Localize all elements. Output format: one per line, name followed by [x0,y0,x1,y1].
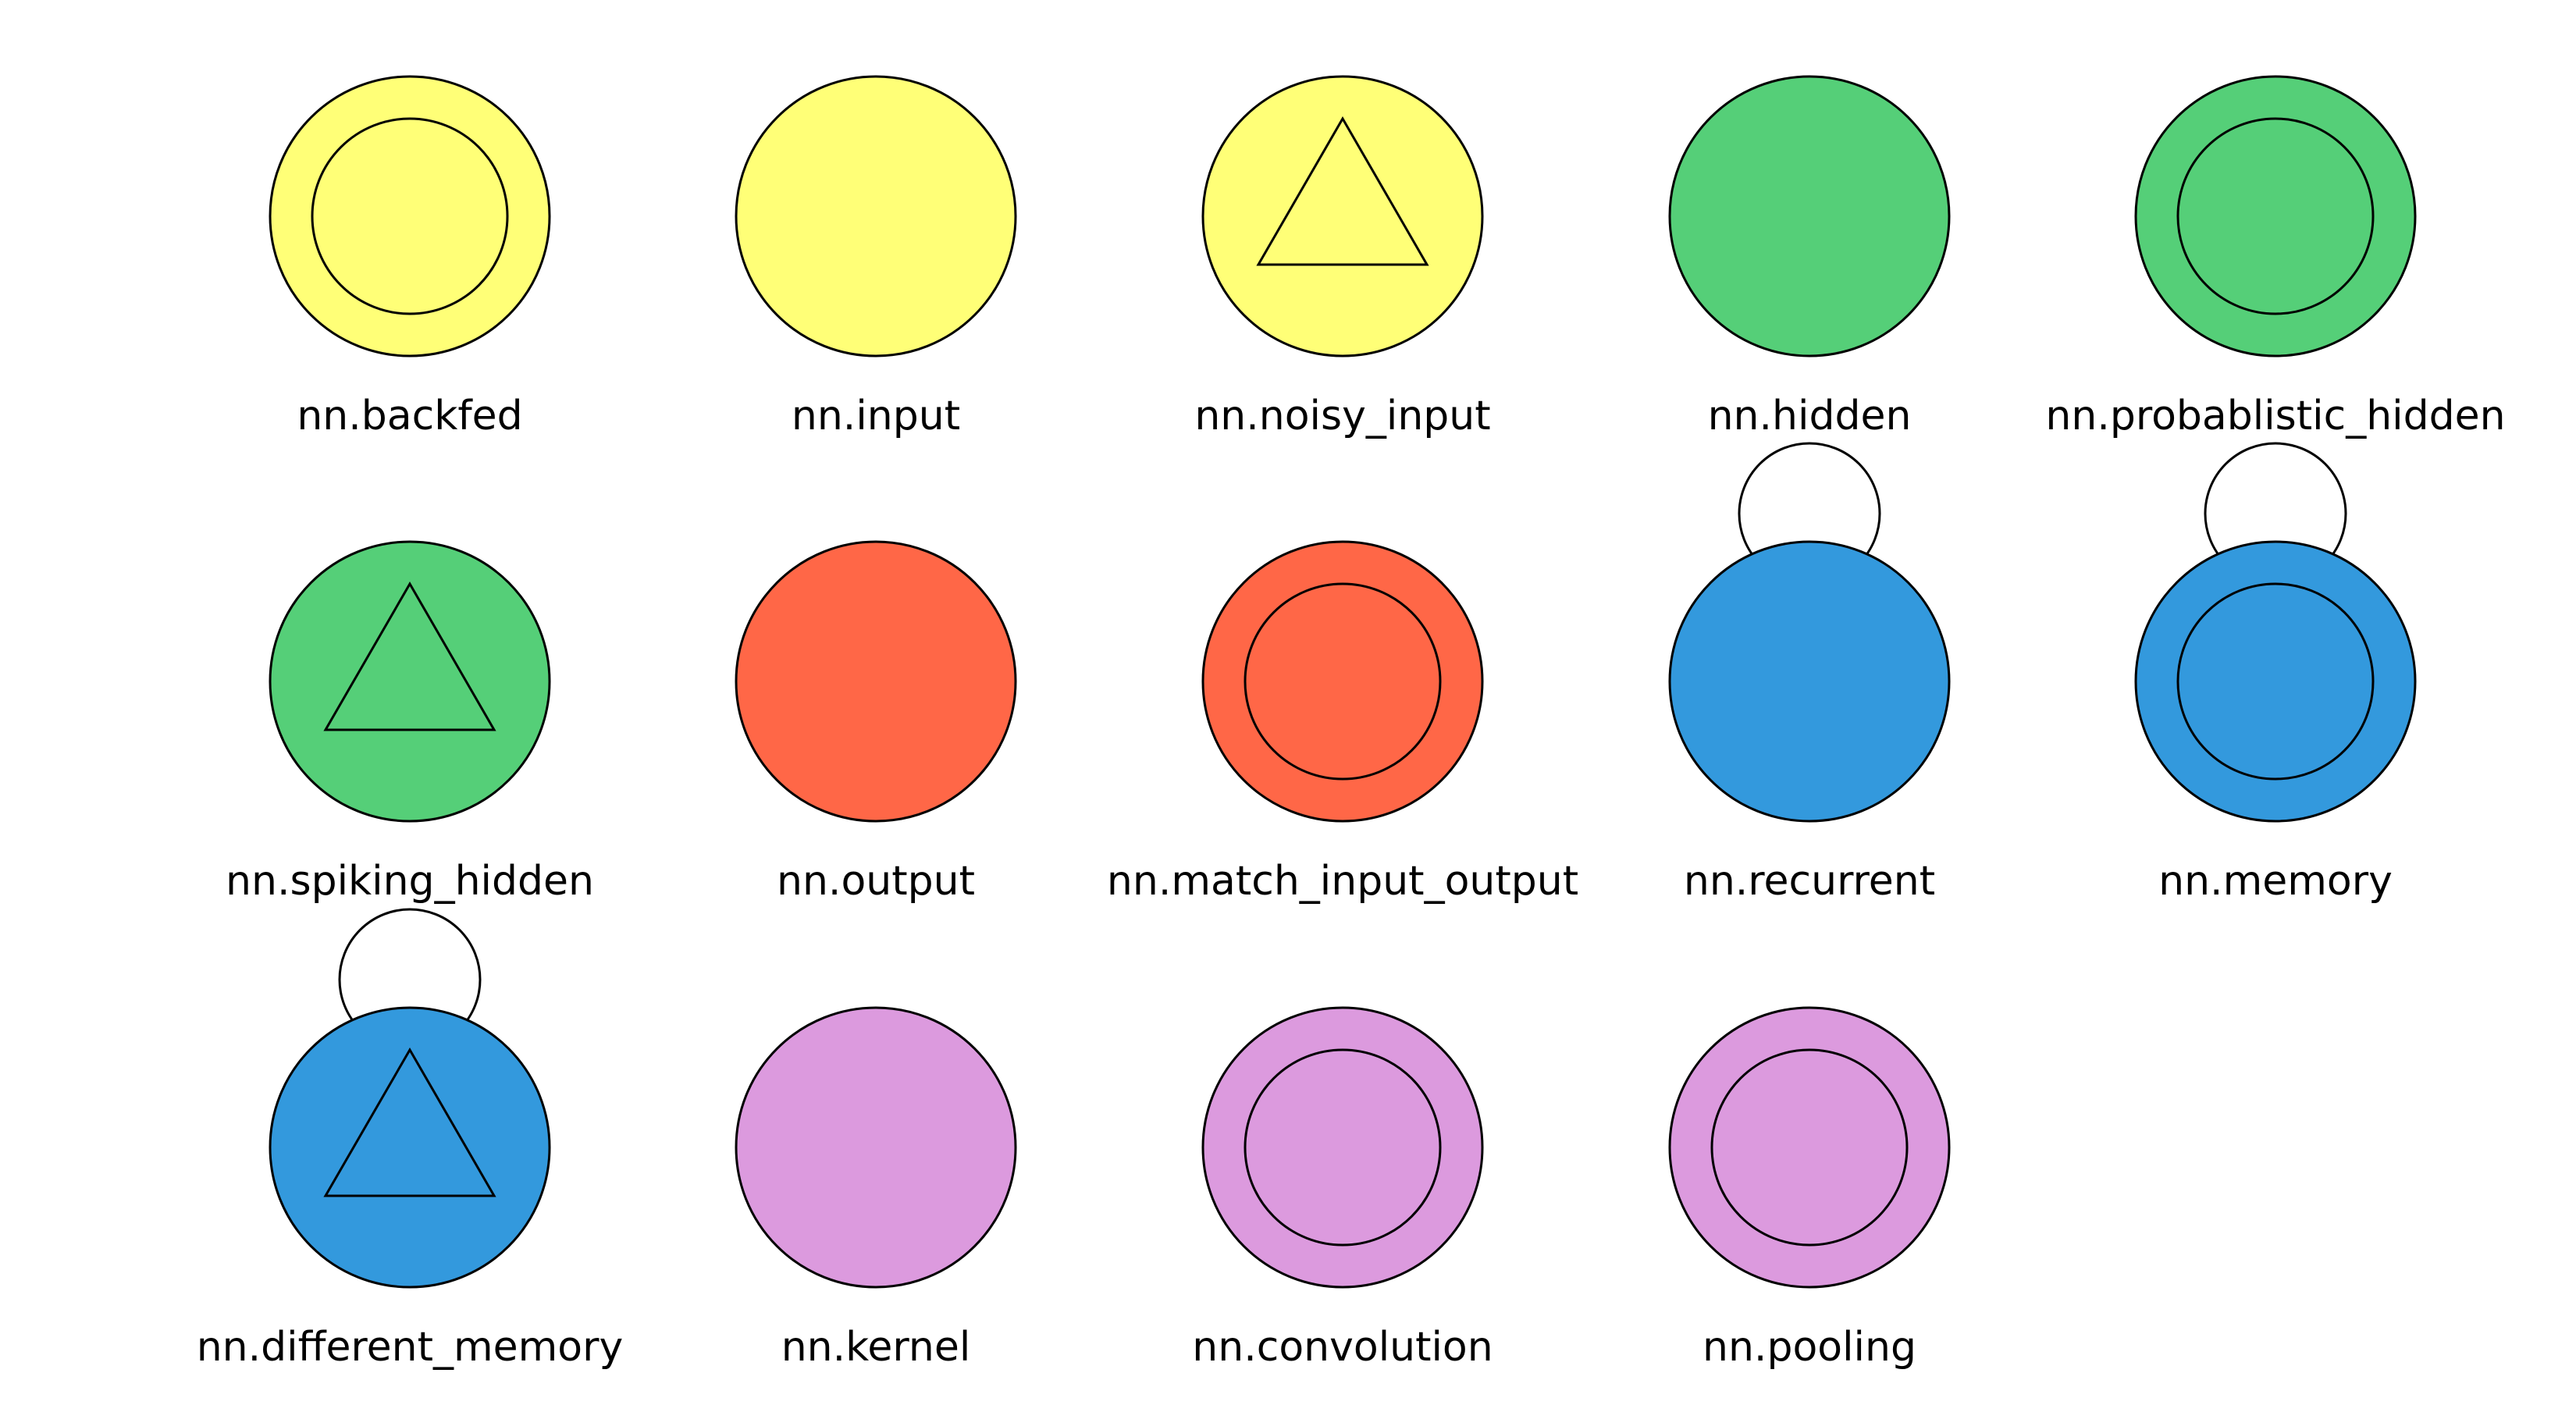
node-label: nn.convolution [1192,1324,1493,1371]
node-label: nn.recurrent [1684,858,1935,905]
triangle-icon [323,582,496,731]
node-label: nn.output [777,858,975,905]
node-probablistic-hidden: nn.probablistic_hidden [2045,75,2506,439]
inner-circle-icon [311,117,509,315]
inner-circle-icon [2176,582,2375,781]
node-circle [2134,75,2417,357]
node-convolution: nn.convolution [1192,1006,1493,1371]
node-circle [1668,540,1951,823]
node-label: nn.match_input_output [1107,858,1578,905]
node-circle [735,75,1017,357]
node-recurrent: nn.recurrent [1668,442,1951,905]
node-circle [1201,75,1484,357]
inner-circle-icon [1244,1048,1442,1247]
node-circle [1668,1006,1951,1289]
inner-circle-icon [2176,117,2375,315]
node-circle [269,540,551,823]
node-pooling: nn.pooling [1668,1006,1951,1371]
node-label: nn.input [792,393,960,439]
node-circle [1201,1006,1484,1289]
node-hidden: nn.hidden [1668,75,1951,439]
node-different-memory: nn.different_memory [197,908,624,1371]
node-circle [1668,75,1951,357]
node-label: nn.backfed [297,393,522,439]
node-input: nn.input [735,75,1017,439]
node-circle [1201,540,1484,823]
node-kernel: nn.kernel [735,1006,1017,1371]
node-label: nn.different_memory [197,1324,624,1371]
node-spiking-hidden: nn.spiking_hidden [226,540,594,905]
node-label: nn.probablistic_hidden [2045,393,2505,439]
inner-circle-icon [1244,582,1442,781]
nodes-layer: nn.backfed nn.input nn.noisy_input nn.hidde… [197,75,2506,1371]
node-output: nn.output [735,540,1017,905]
node-label: nn.pooling [1703,1324,1916,1371]
node-noisy-input: nn.noisy_input [1194,75,1491,439]
node-circle [735,1006,1017,1289]
triangle-icon [323,1048,496,1197]
node-circle [2134,540,2417,823]
node-label: nn.kernel [781,1324,971,1371]
node-match-input-output: nn.match_input_output [1107,540,1578,905]
node-circle [735,540,1017,823]
triangle-icon [1256,116,1429,266]
node-memory: nn.memory [2134,442,2417,905]
node-circle [269,75,551,357]
node-backfed: nn.backfed [269,75,551,439]
node-circle [269,1006,551,1289]
inner-circle-icon [1710,1048,1909,1247]
node-label: nn.spiking_hidden [226,858,594,905]
node-label: nn.memory [2158,858,2393,905]
node-label: nn.noisy_input [1194,393,1490,439]
node-label: nn.hidden [1708,393,1912,439]
